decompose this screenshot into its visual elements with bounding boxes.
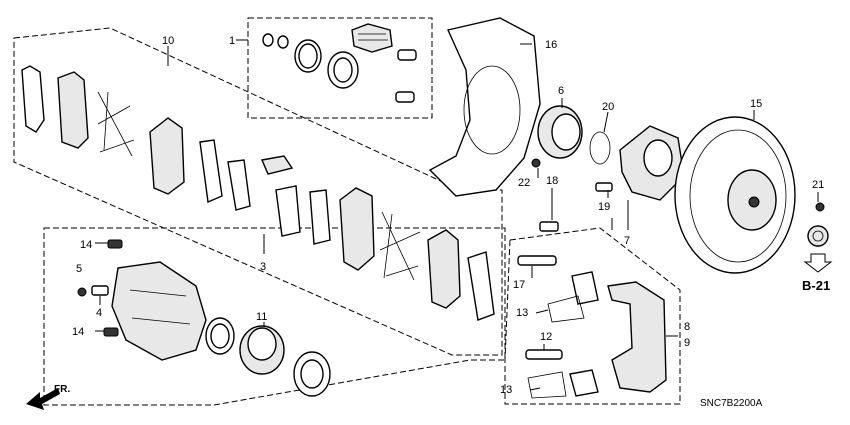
diagram-code: SNC7B2200A [700,398,763,409]
callout-6: 6 [558,85,564,97]
callout-5: 5 [76,263,82,275]
callout-10: 10 [162,35,174,47]
callout-11: 11 [256,311,267,323]
callout-7: 7 [624,235,630,247]
callout-4: 4 [96,307,102,319]
bracket-parts [517,255,667,399]
callout-13-upper: 13 [516,307,528,319]
callout-17: 17 [513,279,525,291]
pad-set-parts [21,65,495,321]
callout-22: 22 [518,177,530,189]
b21-reference-label: B-21 [802,278,830,293]
brake-disc [674,116,825,274]
callout-16: 16 [545,39,557,51]
callout-21: 21 [812,179,824,191]
front-direction-arrow: FR. [26,384,70,410]
callout-18: 18 [546,175,558,187]
callout-9: 9 [684,337,690,349]
callout-12: 12 [540,331,552,343]
seal-kit-parts [262,23,417,103]
callout-1: 1 [229,35,235,47]
group-box-pad-set [13,27,503,356]
callout-8: 8 [684,321,690,333]
callout-19: 19 [598,201,610,213]
callout-14-upper: 14 [80,239,92,251]
callout-15: 15 [750,98,762,110]
direction-label: FR. [54,384,70,395]
b21-reference: B-21 [802,225,833,293]
splash-shield [428,17,541,197]
group-box-bracket [504,227,681,405]
callout-20: 20 [602,101,614,113]
callout-3: 3 [260,261,266,273]
leader-lines [95,43,819,391]
group-box-caliper [43,227,506,406]
callout-labels: 1 10 3 14 5 4 14 11 16 6 20 15 22 18 19 … [72,35,824,396]
callout-14-lower: 14 [72,326,84,338]
hub-bearing-parts [531,105,685,232]
caliper-parts [77,239,331,397]
group-box-seal-kit [236,17,433,119]
callout-13-lower: 13 [500,384,512,396]
